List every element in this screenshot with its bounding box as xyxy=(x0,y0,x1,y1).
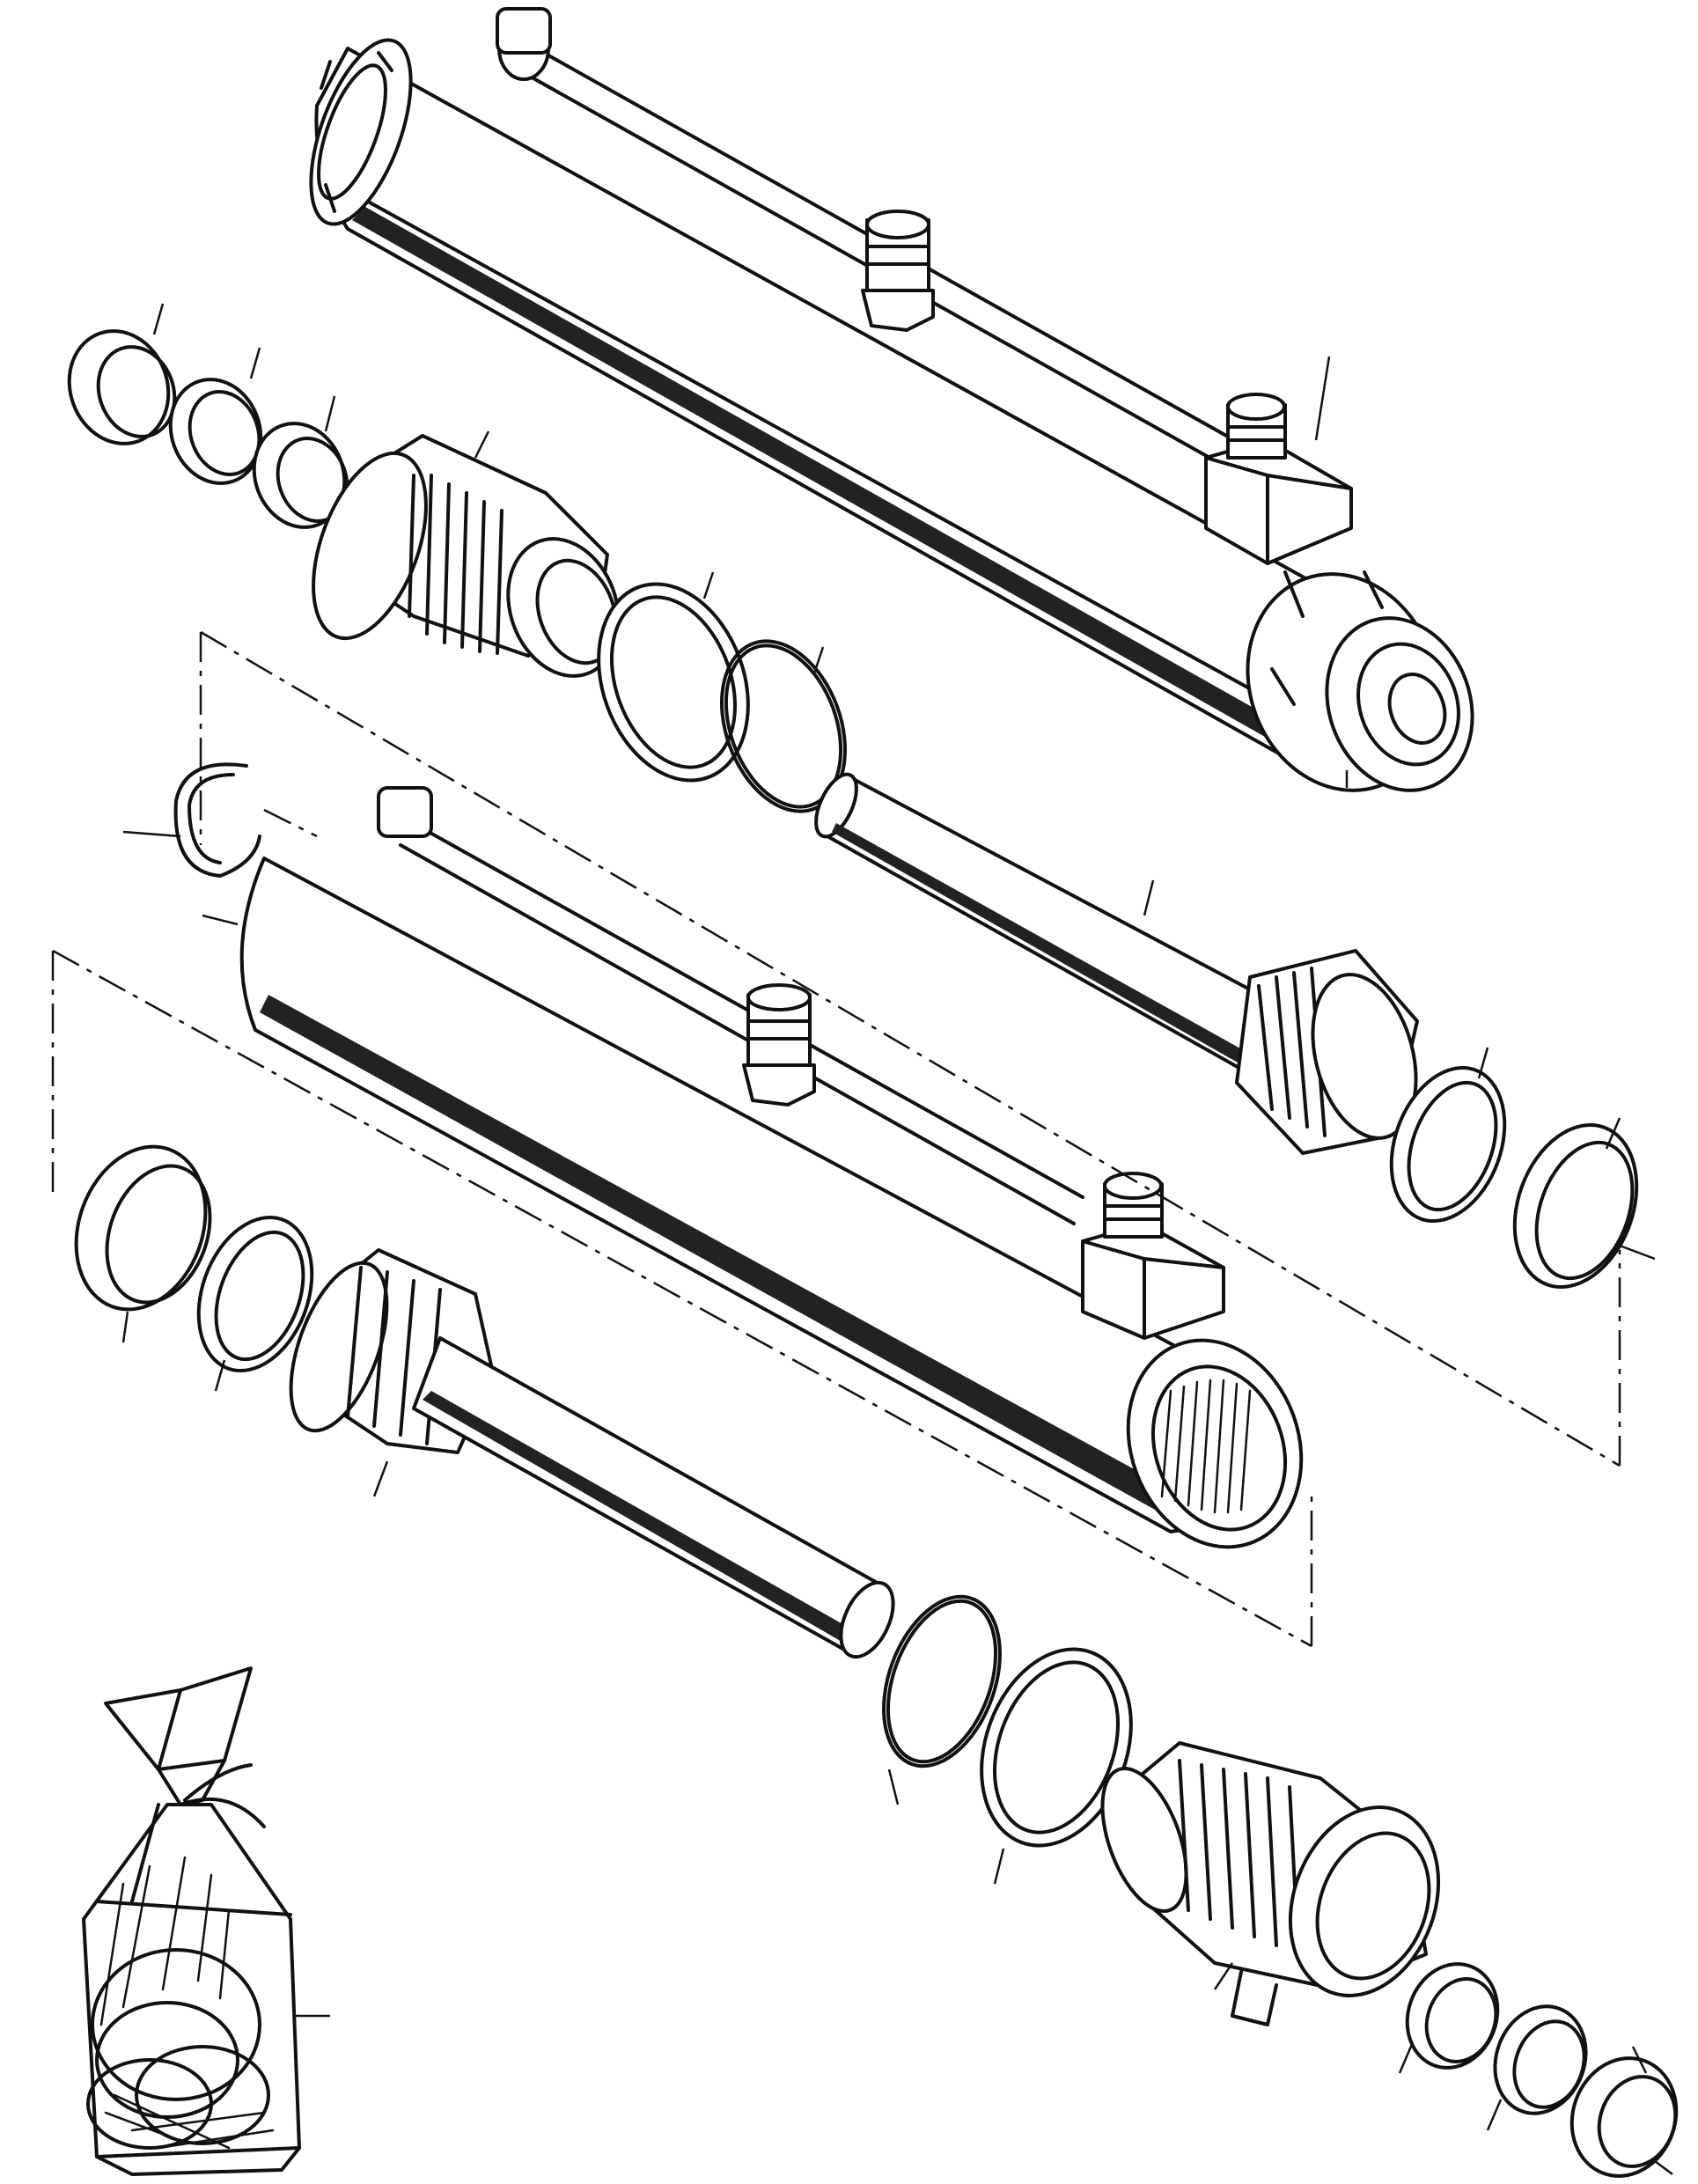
upper-gland-nut xyxy=(312,434,621,678)
piston-ring-1 xyxy=(1389,1065,1507,1224)
upper-o-ring xyxy=(719,639,848,813)
cylinder-barrel xyxy=(239,786,1304,1549)
lower-wear-ring-2 xyxy=(196,1215,314,1373)
alignment-lines xyxy=(51,630,1621,1648)
seal-kit-bag xyxy=(82,1666,301,2176)
leader-lines xyxy=(121,303,1673,2175)
upper-cylinder-assembly xyxy=(309,7,1474,792)
lower-o-ring xyxy=(882,1594,1002,1769)
lower-gland-ring-3 xyxy=(1569,2056,1679,2178)
lower-gland-nut xyxy=(1100,1741,1441,2026)
lower-gland-ring-2 xyxy=(1493,2004,1588,2115)
upper-gland-ring-3 xyxy=(252,422,349,529)
lower-gland-ring-1 xyxy=(1405,1962,1500,2070)
piston-ring-2 xyxy=(1512,1123,1639,1289)
upper-gland-ring-2 xyxy=(168,378,263,485)
upper-piston-rod xyxy=(814,772,1419,1155)
lower-piston-rod xyxy=(289,1248,895,1659)
upper-gland-ring-1 xyxy=(67,329,177,445)
snap-ring xyxy=(173,762,261,878)
lower-wear-ring-1 xyxy=(74,1144,212,1312)
